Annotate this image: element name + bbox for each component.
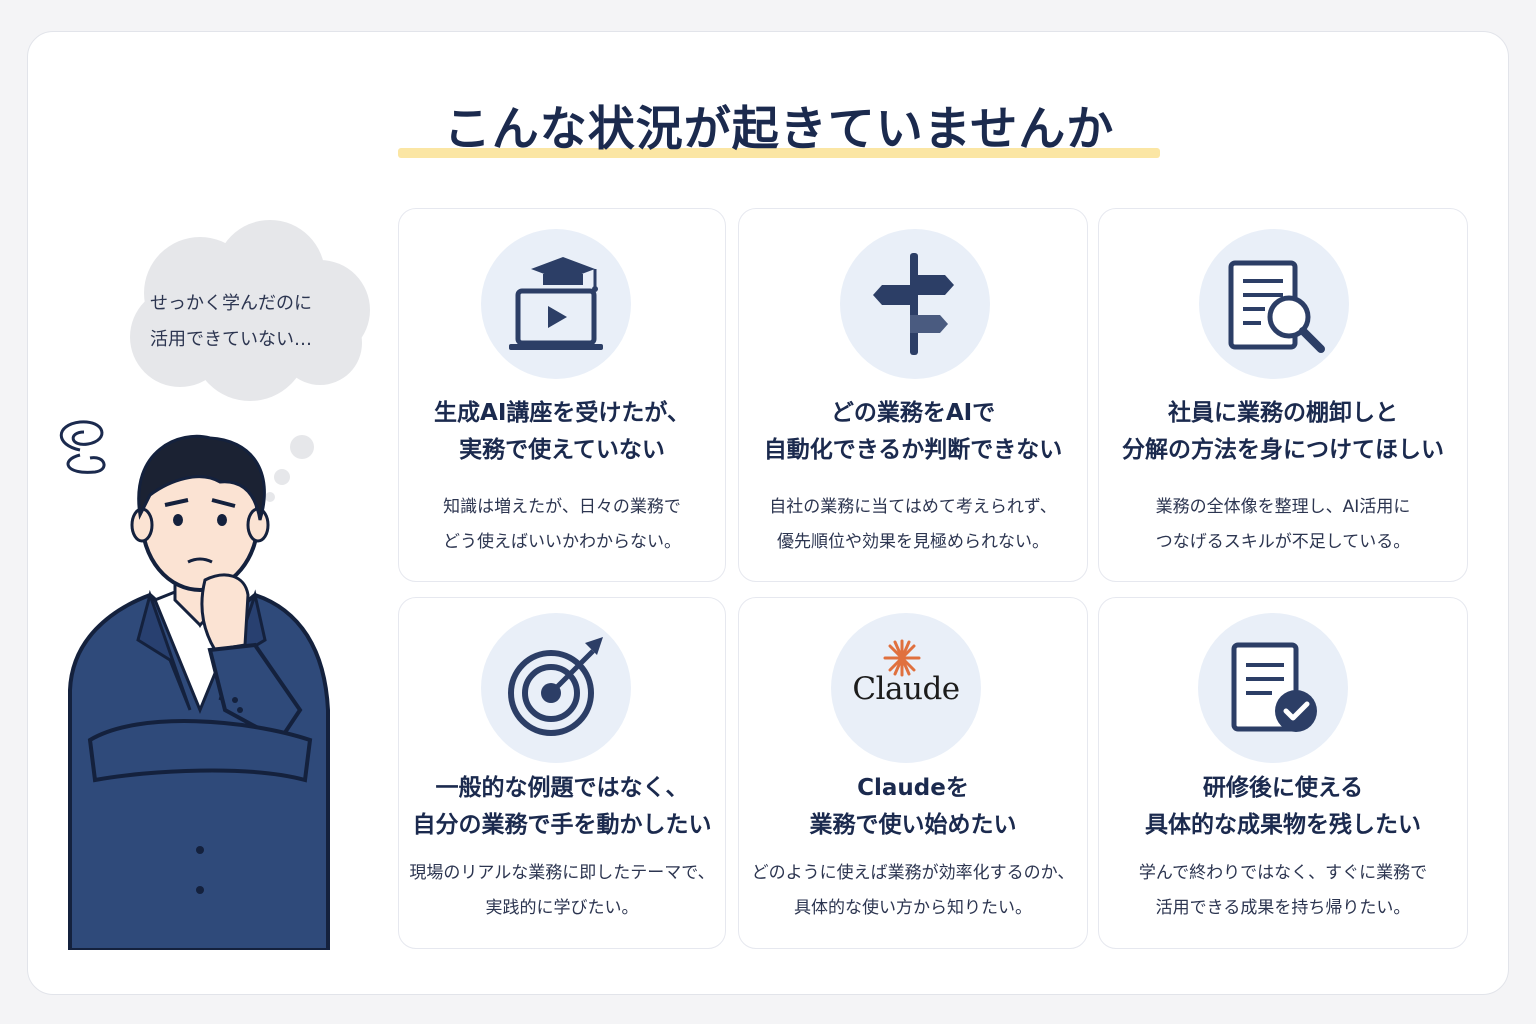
document-search-icon [1228,260,1325,353]
card-concrete-deliverables: 研修後に使える 具体的な成果物を残したい 学んで終わりではなく、すぐに業務で 活… [1098,597,1468,949]
card-title-line-2: 自動化できるか判断できない [763,437,1063,463]
claude-wordmark: Claude [852,671,960,707]
card-title-line-2: 業務で使い始めたい [809,812,1017,838]
card-desc-line-2: 具体的な使い方から知りたい。 [794,898,1032,918]
card-title-line-1: 生成AI講座を受けたが、 [434,400,690,426]
signpost-icon [873,253,954,355]
claude-logo-icon [883,639,921,677]
card-automation-decision: どの業務をAIで 自動化できるか判断できない 自社の業務に当てはめて考えられず、… [738,208,1088,582]
card-desc-line-2: つなげるスキルが不足している。 [1155,532,1411,552]
card-title-line-2: 実務で使えていない [459,437,665,463]
document-check-icon [1231,642,1317,732]
card-icon-circle: Claude [831,613,981,763]
card-icon-circle [1199,229,1349,379]
card-desc-line-2: どう使えばいいかわからない。 [443,532,681,552]
card-desc-line-1: 学んで終わりではなく、すぐに業務で [1138,863,1428,883]
card-title-line-2: 自分の業務で手を動かしたい [412,812,712,838]
video-course-icon [509,257,603,350]
thought-line-1: せっかく学んだのに [150,293,312,314]
card-icon-circle [840,229,990,379]
card-desc-line-2: 実践的に学びたい。 [485,898,639,918]
page-title-block: こんな状況が起きていませんか [398,86,1160,158]
card-own-tasks-practice: 一般的な例題ではなく、 自分の業務で手を動かしたい 現場のリアルな業務に即したテ… [398,597,726,949]
worried-businessman-illustration [59,420,330,950]
card-title-line-2: 分解の方法を身につけてほしい [1122,437,1444,463]
card-icon-circle [481,613,631,763]
card-title-line-1: Claudeを [857,775,969,801]
card-title-line-1: 一般的な例題ではなく、 [435,775,689,801]
card-desc-line-2: 活用できる成果を持ち帰りたい。 [1155,898,1411,918]
thought-text: せっかく学んだのに 活用できていない… [150,286,370,358]
card-desc-line-1: どのように使えば業務が効率化するのか、 [751,863,1075,883]
card-task-inventory: 社員に業務の棚卸しと 分解の方法を身につけてほしい 業務の全体像を整理し、AI活… [1098,208,1468,582]
card-desc-line-1: 現場のリアルな業務に即したテーマで、 [409,863,715,883]
card-title-line-2: 具体的な成果物を残したい [1145,812,1421,838]
card-icon-circle [481,229,631,379]
target-icon [508,637,603,736]
card-start-claude: Claude Claudeを 業務で使い始めたい どのように使えば業務が効率化す… [738,597,1088,949]
card-desc-line-1: 知識は増えたが、日々の業務で [443,497,681,517]
card-desc-line-1: 業務の全体像を整理し、AI活用に [1155,497,1411,517]
thought-line-2: 活用できていない… [150,329,312,350]
card-icon-circle [1198,613,1348,763]
card-desc-line-1: 自社の業務に当てはめて考えられず、 [769,497,1057,517]
thought-bubble [130,220,370,502]
card-title-line-1: 研修後に使える [1202,775,1364,801]
card-course-not-applied: 生成AI講座を受けたが、 実務で使えていない 知識は増えたが、日々の業務で どう… [398,208,726,582]
card-title-line-1: どの業務をAIで [830,400,996,426]
card-title-line-1: 社員に業務の棚卸しと [1168,400,1398,426]
title-underline [398,148,1160,158]
page-title: こんな状況が起きていませんか [443,102,1115,157]
card-desc-line-2: 優先順位や効果を見極められない。 [777,532,1049,552]
